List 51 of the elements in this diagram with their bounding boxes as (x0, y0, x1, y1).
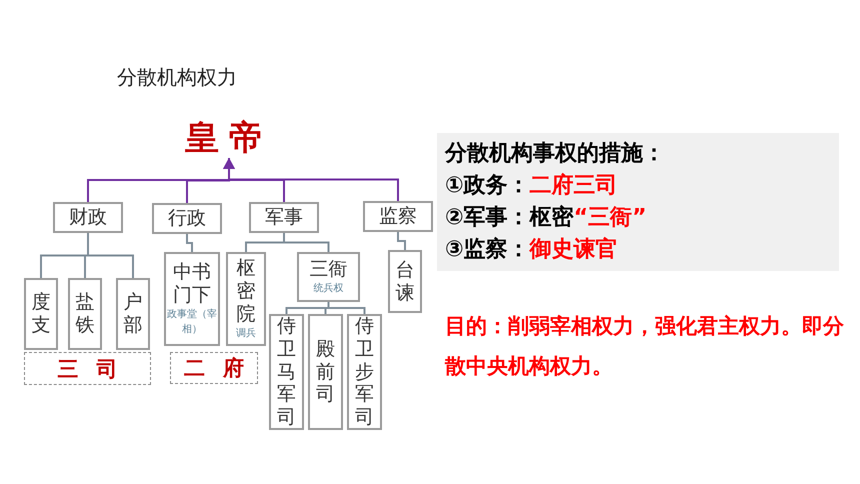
office-name: 枢密院 (236, 257, 256, 326)
highlight-text: 二府三司 (530, 173, 618, 198)
group-label: 三司 (58, 356, 136, 382)
office-box (308, 314, 343, 430)
office-name: 殿前司 (315, 338, 336, 406)
connector-line (186, 234, 193, 252)
office-box (226, 252, 266, 346)
purpose-note: 目的：削弱宰相权力，强化君主权力。即分散中央机构权力。 (445, 313, 845, 380)
office-note: 统兵权 (312, 282, 344, 296)
office-box (269, 314, 304, 430)
office-box (297, 252, 360, 302)
arrow (223, 158, 399, 201)
connector-line (397, 232, 406, 250)
office-name: 户部 (122, 291, 144, 337)
group-box (170, 352, 258, 384)
office-name: 行政 (168, 207, 206, 230)
office-box (388, 250, 422, 313)
office-name: 中书门下 (172, 261, 212, 307)
office-name: 三衙 (310, 258, 348, 281)
office-note: 政事堂（宰相） (167, 308, 217, 337)
connector-line (283, 233, 330, 252)
emperor-title: 皇帝 (175, 118, 283, 158)
office-box (68, 278, 102, 350)
highlight-text: 御史谏官 (530, 237, 618, 262)
office-name: 台谏 (394, 258, 416, 304)
office-name: 监察 (379, 205, 417, 228)
office-name: 侍卫马军司 (276, 315, 297, 429)
panel-text: ③监察： (445, 237, 530, 262)
connector-line (328, 302, 366, 314)
office-name: 度支 (30, 291, 52, 337)
panel-heading: 分散机构事权的措施： (445, 141, 665, 166)
office-box (152, 203, 222, 234)
panel-text: ②军事：枢密 (445, 205, 574, 230)
title-text: 分散机构权力 (117, 64, 237, 91)
office-name: 军事 (265, 206, 303, 229)
office-name: 侍卫步军司 (354, 315, 375, 429)
group-label: 二府 (184, 355, 262, 381)
office-name: 盐铁 (74, 291, 96, 337)
highlight-text: “三衙” (574, 205, 647, 230)
panel-text: ①政务： (445, 173, 530, 198)
office-box (347, 314, 382, 430)
office-name: 财政 (69, 206, 107, 229)
office-box (363, 201, 433, 232)
group-box (24, 352, 151, 385)
office-box (249, 202, 319, 233)
office-box (116, 278, 150, 350)
connector-line (87, 233, 134, 278)
office-box (24, 278, 58, 350)
office-box (53, 202, 123, 233)
office-note: 调兵 (235, 326, 257, 341)
office-box (164, 252, 220, 346)
